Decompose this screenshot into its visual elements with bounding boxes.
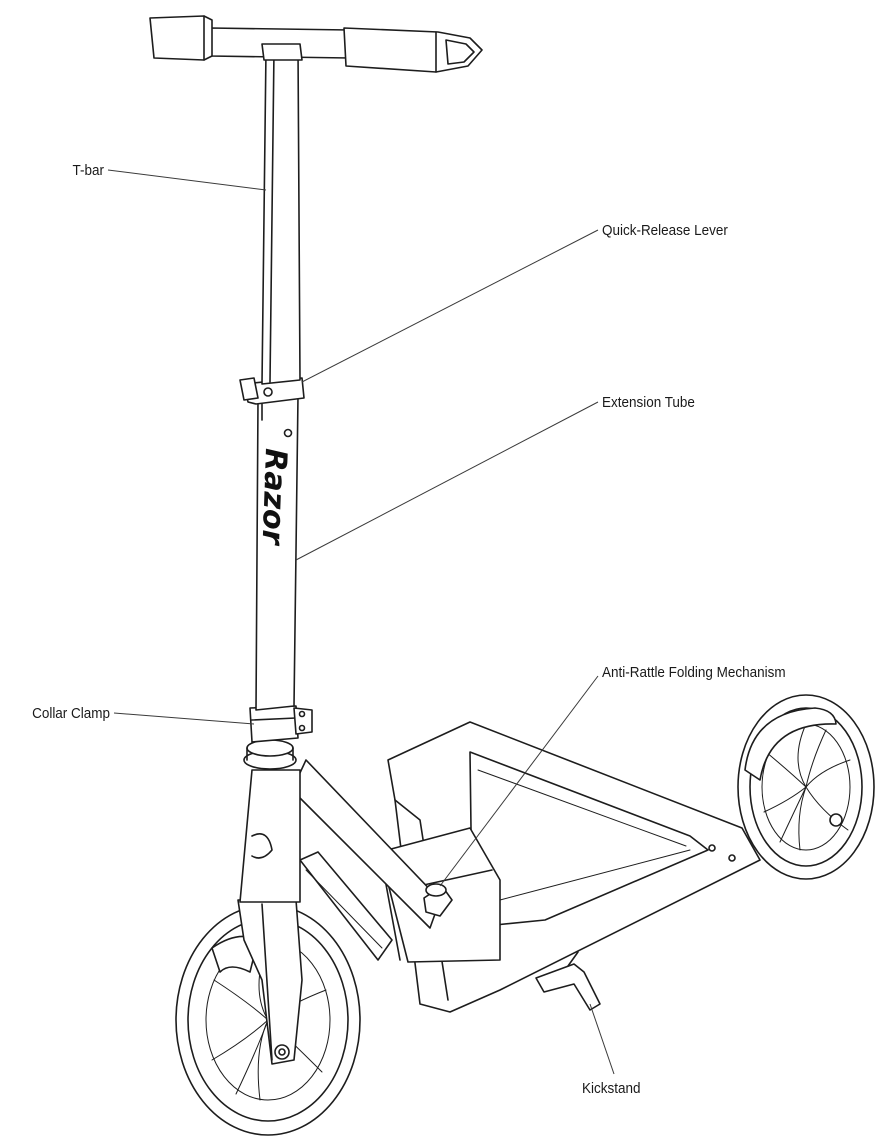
deck — [379, 721, 761, 1013]
anti-rattle-mechanism — [423, 883, 453, 917]
label-collar-clamp: Collar Clamp — [32, 705, 110, 722]
rear-wheel — [737, 694, 875, 880]
collar-clamp-illustration — [249, 705, 313, 743]
leader-anti-rattle — [439, 675, 599, 887]
label-extension-tube: Extension Tube — [602, 394, 695, 411]
part-labels: T-bar Quick-Release Lever Extension Tube… — [32, 162, 785, 1097]
handlebar — [149, 15, 483, 73]
leader-extension-tube — [295, 401, 599, 561]
head-tube — [239, 739, 301, 903]
label-anti-rattle-folding-mechanism: Anti-Rattle Folding Mechanism — [602, 664, 786, 681]
leader-t-bar — [107, 169, 267, 191]
label-kickstand: Kickstand — [582, 1080, 640, 1097]
kickstand-illustration — [535, 951, 601, 1011]
lower-steering-tube: Razor — [255, 395, 299, 711]
razor-logo: Razor — [255, 448, 293, 548]
leader-kickstand — [589, 1003, 615, 1075]
leader-collar-clamp — [113, 712, 255, 725]
label-quick-release-lever: Quick-Release Lever — [602, 222, 728, 239]
t-bar-tube — [261, 47, 301, 385]
label-t-bar: T-bar — [73, 162, 105, 179]
leader-lines — [107, 169, 615, 1075]
leader-quick-release-lever — [301, 229, 599, 383]
front-fork — [237, 899, 303, 1065]
